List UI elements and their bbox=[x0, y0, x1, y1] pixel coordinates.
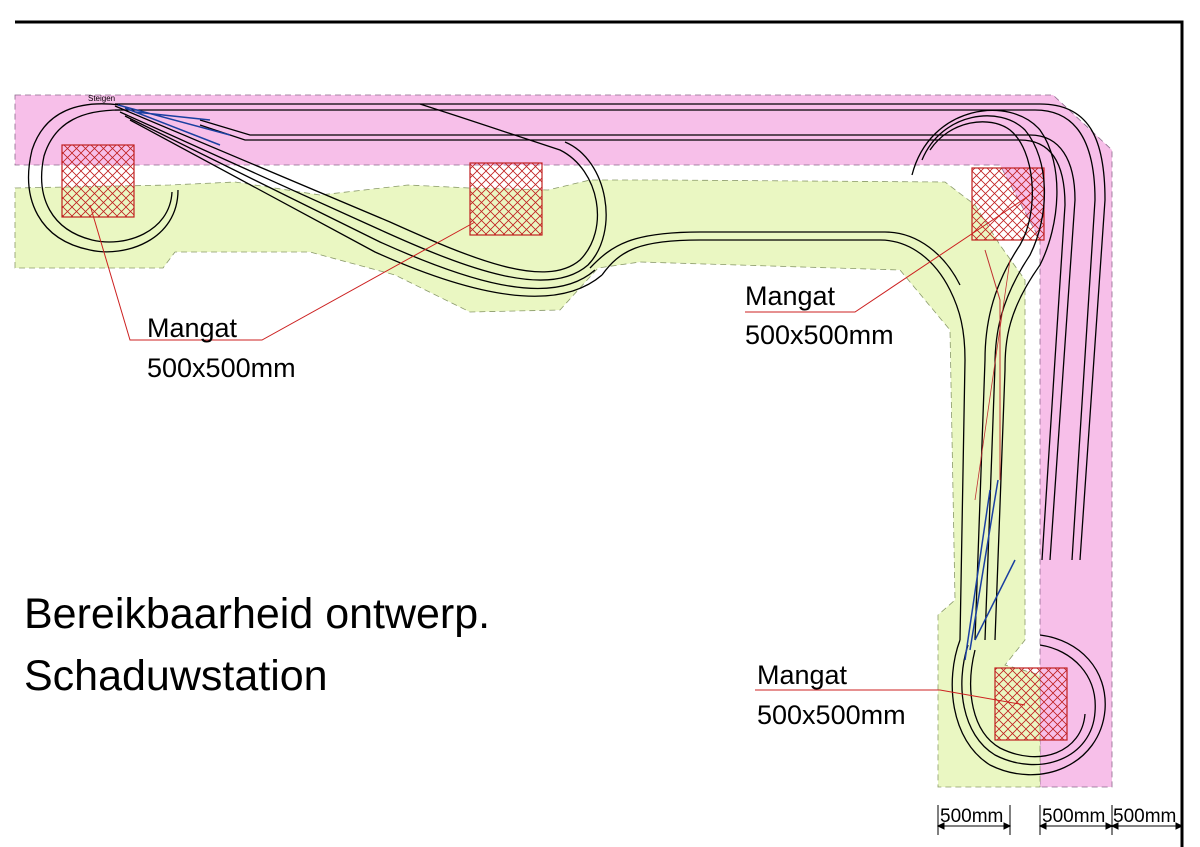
callout-leader-2 bbox=[745, 194, 1031, 313]
callout-1-label: Mangat bbox=[147, 313, 238, 343]
access-hole-4 bbox=[994, 667, 1068, 741]
station-label: Steigen bbox=[88, 94, 115, 103]
callout-2-size: 500x500mm bbox=[745, 320, 894, 350]
callout-1-size: 500x500mm bbox=[147, 353, 296, 383]
access-hole-2 bbox=[469, 162, 543, 236]
access-hole-1 bbox=[61, 144, 135, 218]
diagram-title: Bereikbaarheid ontwerp. bbox=[24, 590, 490, 638]
callout-3-size: 500x500mm bbox=[757, 700, 906, 730]
diagram-subtitle: Schaduwstation bbox=[24, 652, 328, 700]
room-wall bbox=[15, 20, 1184, 847]
dimension-3: 500mm bbox=[1113, 806, 1176, 827]
dimension-1: 500mm bbox=[940, 806, 1003, 827]
dimension-row bbox=[936, 805, 1184, 835]
callout-2: Mangat 500x500mm bbox=[745, 281, 894, 350]
dimension-2: 500mm bbox=[1042, 806, 1105, 827]
access-hole-3 bbox=[971, 167, 1045, 241]
callout-3-label: Mangat bbox=[757, 660, 848, 690]
track-lines bbox=[28, 103, 1106, 776]
callout-leader-3 bbox=[755, 689, 1026, 706]
callout-leader-1 bbox=[89, 204, 476, 341]
callout-2-label: Mangat bbox=[745, 281, 836, 311]
callout-1: Mangat 500x500mm bbox=[147, 313, 296, 383]
callout-3: Mangat 500x500mm bbox=[757, 660, 906, 730]
